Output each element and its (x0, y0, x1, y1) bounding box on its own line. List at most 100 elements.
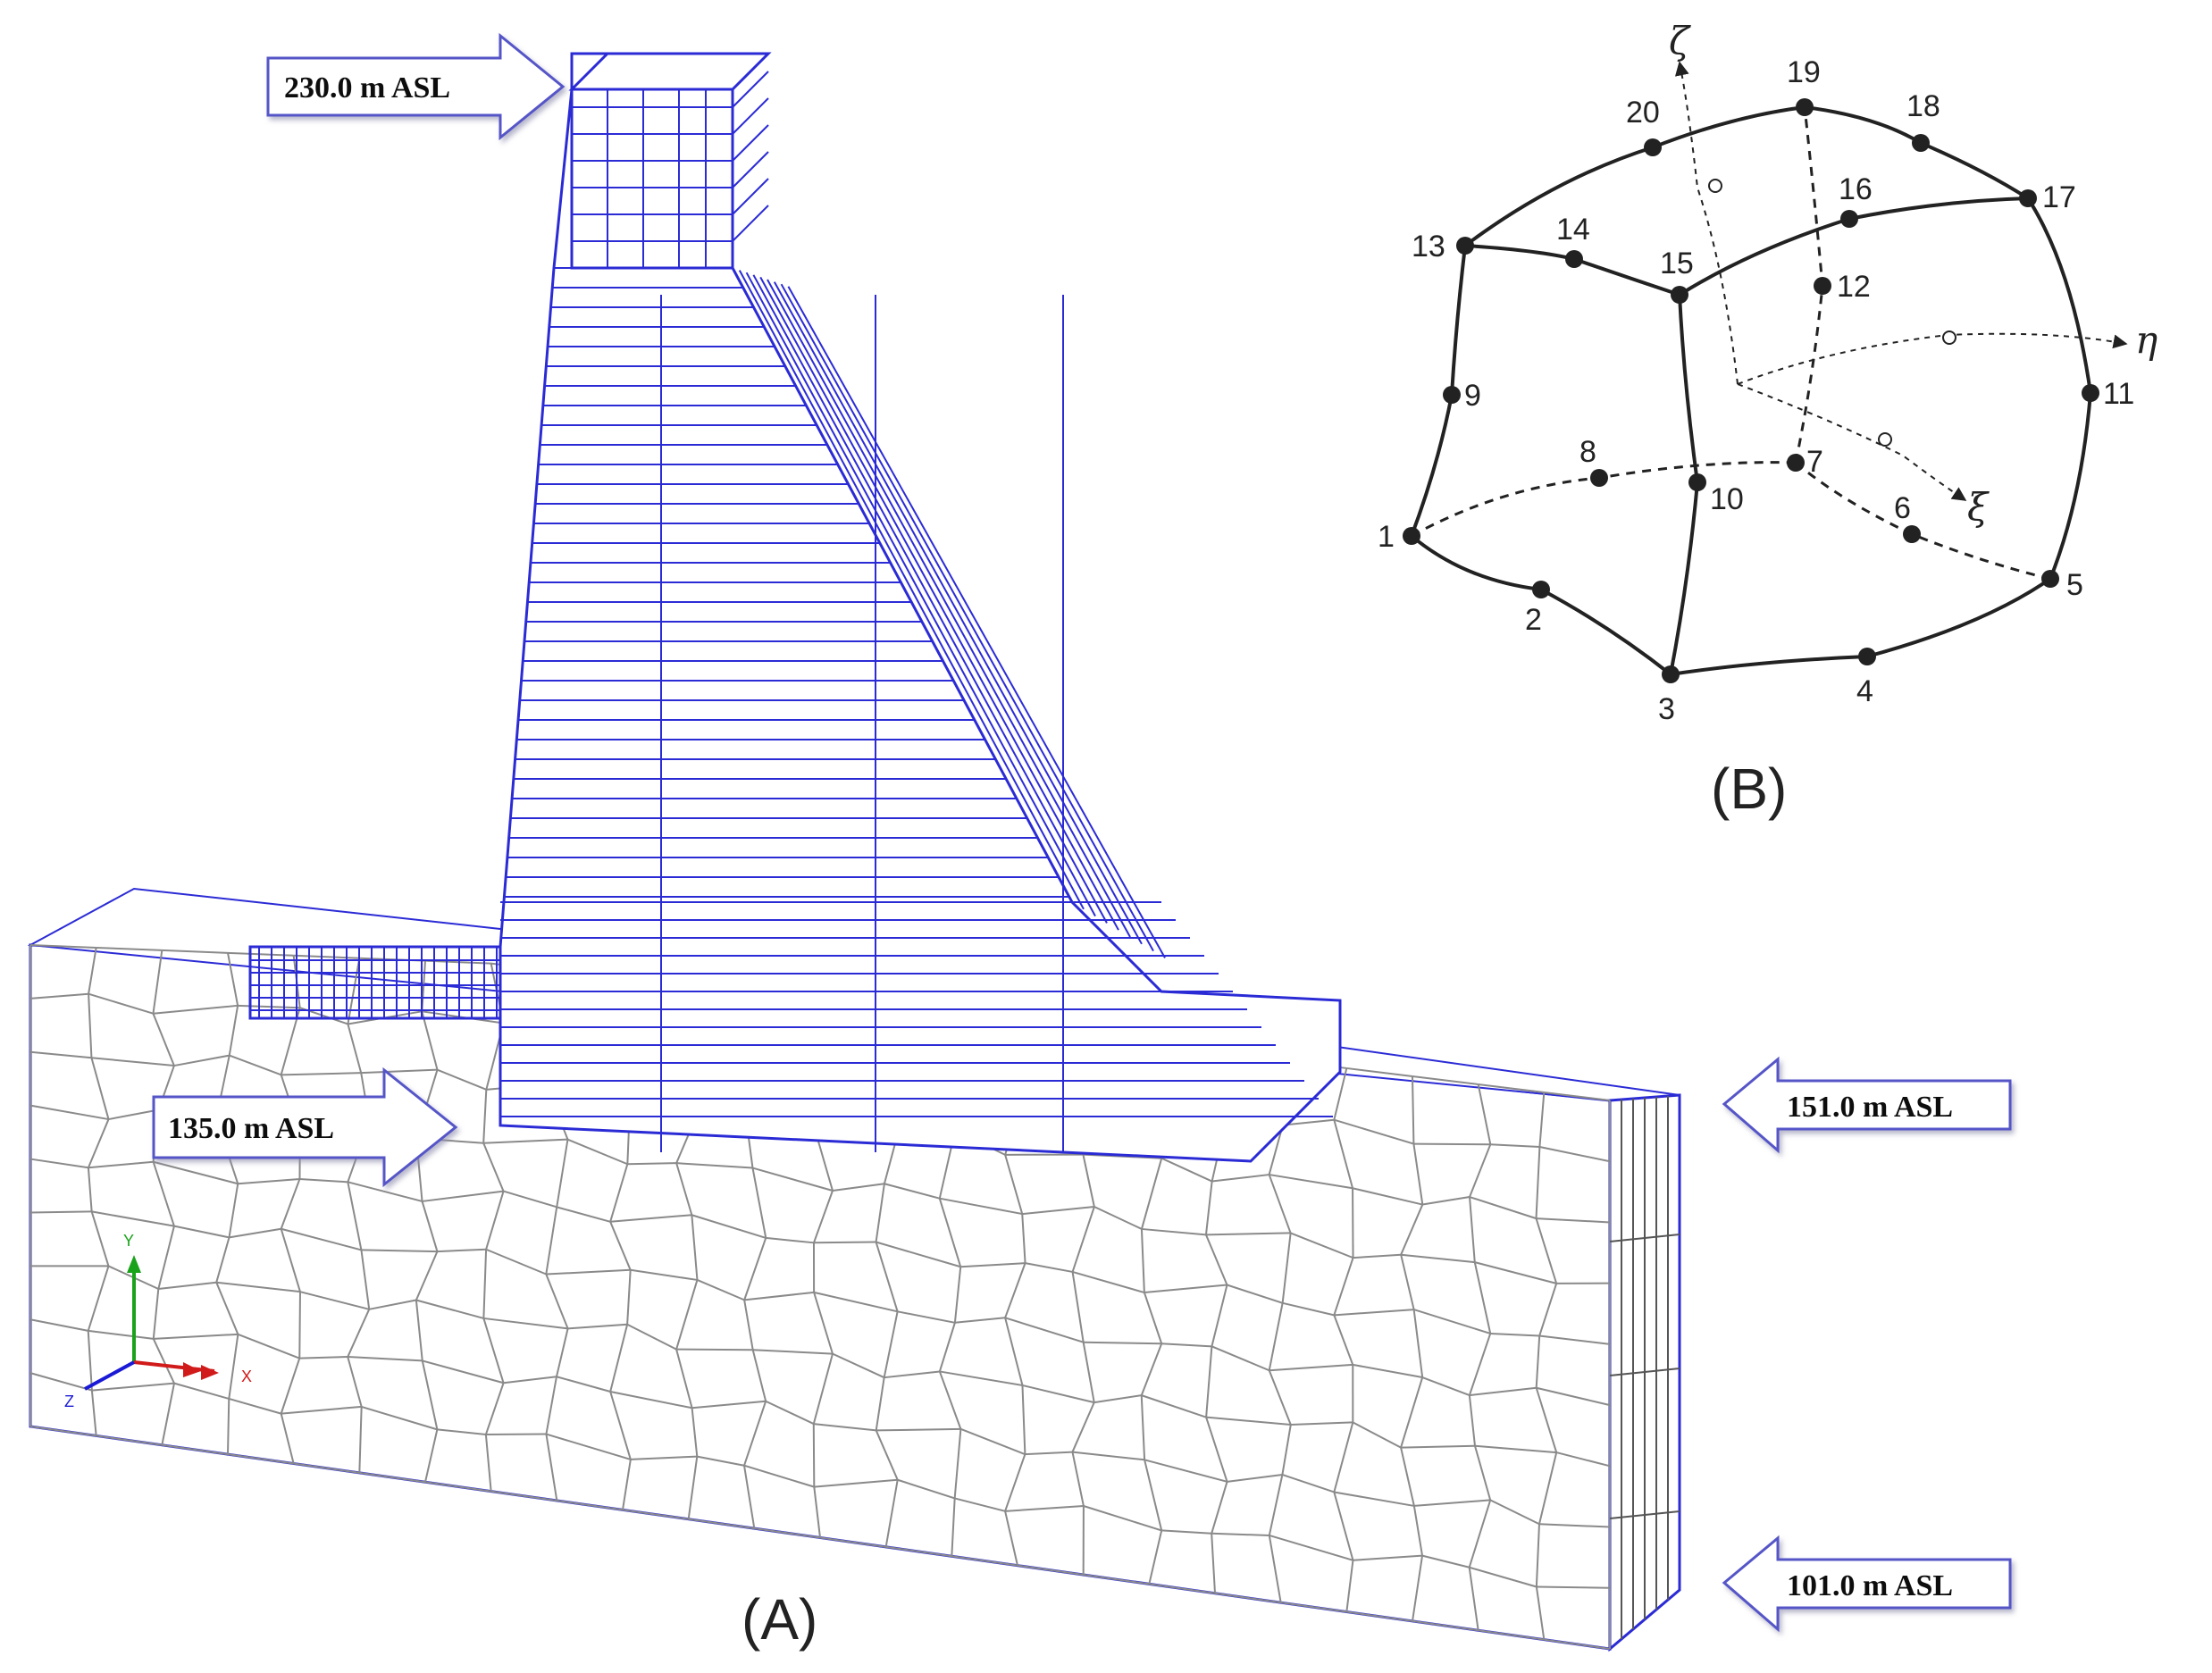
mesh-line (88, 993, 93, 1058)
mesh-line (1281, 1233, 1292, 1303)
mesh-line (1400, 1376, 1424, 1448)
mesh-line (884, 1479, 899, 1548)
mesh-line (567, 1323, 628, 1330)
mesh-line (675, 1279, 699, 1350)
mesh-line (1143, 1292, 1163, 1344)
mesh-line (1093, 1206, 1143, 1230)
mesh-line (1148, 1530, 1163, 1585)
mesh-line (1282, 1474, 1335, 1493)
mesh-line (359, 1471, 426, 1484)
node-label-17: 17 (2042, 180, 2076, 214)
mesh-line (424, 959, 491, 965)
mesh-line (229, 1398, 281, 1415)
mesh-line (152, 949, 163, 1014)
eta-axis-label: η (2135, 318, 2158, 362)
local-axes (1674, 61, 2128, 501)
mesh-line (1535, 1524, 1540, 1587)
callout-foundation-base-text: 101.0 m ASL (1787, 1569, 1953, 1602)
node-14 (1565, 250, 1583, 268)
mesh-line (819, 1536, 886, 1548)
mesh-line (546, 1433, 632, 1460)
mesh-line (1144, 1460, 1163, 1531)
mesh-line (1214, 1592, 1281, 1604)
mesh-line (96, 946, 163, 951)
mesh-line (1474, 1261, 1557, 1284)
mesh-line (1421, 1376, 1470, 1397)
mesh-line (1413, 1142, 1491, 1146)
mesh-line (1211, 1481, 1228, 1535)
xi-axis-label: ξ (1967, 485, 1990, 529)
node-2 (1532, 581, 1550, 598)
mesh-line (1400, 1204, 1424, 1256)
mesh-line (813, 1190, 834, 1243)
mesh-line (173, 1225, 230, 1239)
mesh-line (875, 1430, 899, 1481)
mesh-line (29, 1426, 96, 1437)
mesh-line (1353, 1363, 1423, 1379)
mesh-line (1005, 1505, 1084, 1512)
mesh-line (759, 276, 1119, 931)
mesh-line (1346, 1610, 1413, 1622)
mesh-line (1474, 1444, 1557, 1454)
mesh-line (609, 1391, 692, 1410)
mesh-line (1083, 1505, 1162, 1532)
mesh-line (1345, 1560, 1354, 1612)
mesh-line (556, 1328, 569, 1377)
mesh-line (697, 1279, 745, 1301)
mesh-line (1538, 1283, 1558, 1336)
mesh-line (1412, 1505, 1424, 1556)
mesh-line (1290, 1232, 1353, 1259)
mesh-line (1535, 1146, 1541, 1219)
mesh-line (876, 1241, 961, 1268)
mesh-line (751, 1349, 767, 1401)
mesh-line (1282, 1301, 1335, 1317)
node-label-6: 6 (1894, 491, 1911, 525)
mesh-line (732, 151, 769, 188)
node-17 (2019, 189, 2037, 207)
mesh-line (503, 1190, 557, 1209)
mesh-line (29, 1158, 89, 1169)
mesh-line (1004, 1453, 1026, 1512)
mesh-line (556, 1376, 611, 1393)
mesh-line (1474, 1445, 1492, 1501)
mesh-line (1468, 1567, 1479, 1631)
mesh-line (1282, 1118, 1335, 1126)
mesh-line (1083, 1574, 1150, 1585)
mesh-line (152, 1288, 160, 1340)
mesh-line (1161, 1343, 1212, 1348)
node-10 (1688, 473, 1706, 491)
mesh-line (1205, 1232, 1291, 1236)
panel-b-label: (B) (1711, 757, 1787, 821)
mesh-line (626, 1269, 632, 1325)
mesh-line (91, 1382, 175, 1392)
mesh-line (1141, 1227, 1207, 1236)
mesh-line (813, 1291, 898, 1313)
mesh-line (1536, 1386, 1611, 1407)
mesh-line (1535, 1387, 1558, 1453)
mesh-line (29, 1318, 88, 1332)
triad-z-label: Z (64, 1393, 74, 1410)
mesh-line (238, 1004, 300, 1009)
mesh-line (1334, 1118, 1414, 1145)
mesh-line (1333, 1492, 1354, 1561)
mesh-line (1609, 1510, 1680, 1519)
mesh-line (29, 944, 96, 949)
mesh-line (360, 1250, 371, 1309)
mesh-line (347, 1309, 371, 1358)
mesh-line (415, 1300, 423, 1361)
mesh-line (1072, 1270, 1145, 1294)
mesh-line (1490, 1332, 1540, 1337)
mesh-line (1093, 1394, 1142, 1404)
mesh-line (752, 274, 1108, 924)
mesh-line (691, 1408, 699, 1457)
mesh-line (1227, 1473, 1283, 1483)
mesh-line (1468, 1333, 1492, 1396)
mesh-line (1478, 1083, 1545, 1093)
node-label-20: 20 (1626, 96, 1660, 130)
mesh-line (780, 283, 1154, 952)
mesh-line (732, 97, 769, 135)
mesh-line (238, 1333, 300, 1359)
mesh-line (754, 1527, 821, 1539)
mesh-line (1413, 1309, 1491, 1334)
